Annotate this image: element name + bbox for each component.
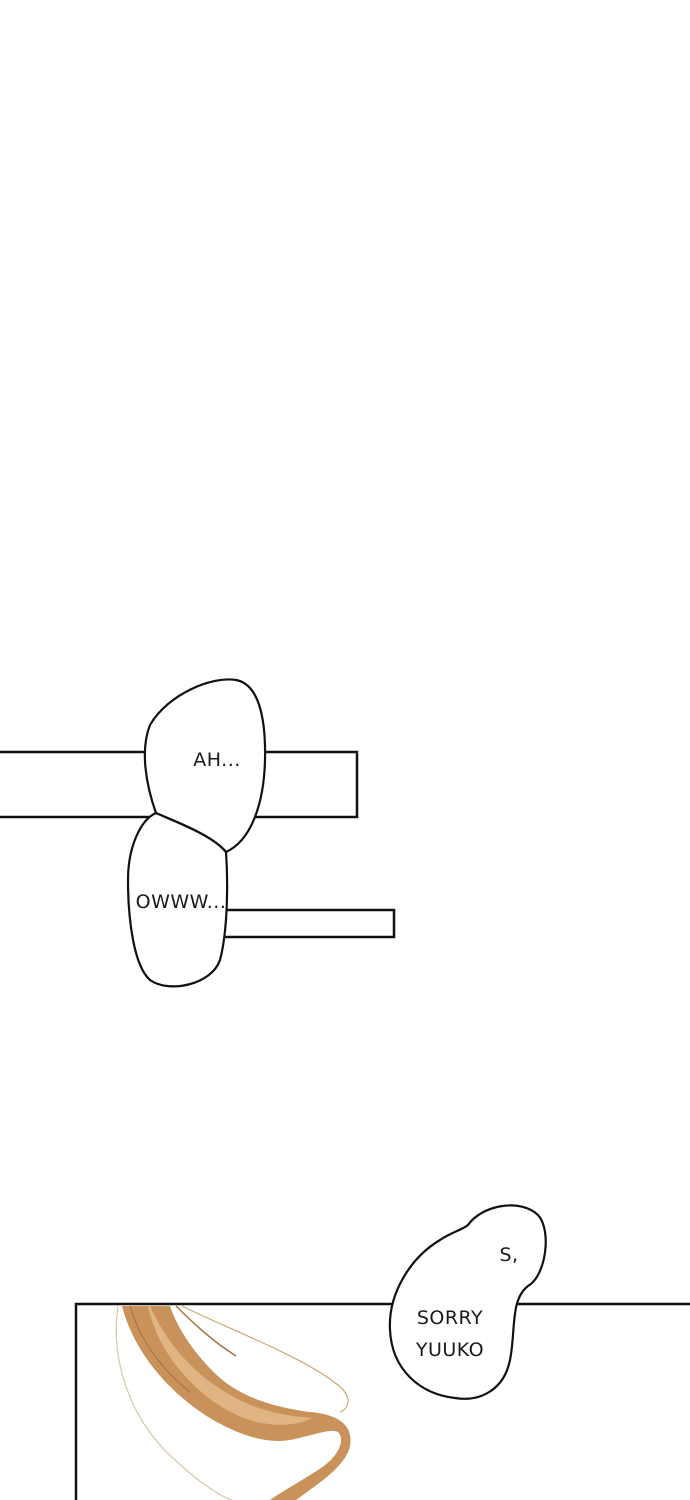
panel-bottom — [74, 1302, 690, 1500]
bubble-text-s: S, — [499, 1244, 519, 1266]
hair-illustration — [115, 1305, 351, 1500]
panel-frame-2 — [203, 908, 396, 939]
bubble-text-sorry-yuuko: SORRY YUUKO — [415, 1307, 485, 1361]
bubble-text-owww: OWWW... — [135, 891, 227, 913]
speech-bubbles — [126, 678, 547, 1400]
speech-bubble-owww — [126, 811, 229, 988]
speech-bubble-sorry — [388, 1204, 547, 1400]
bubble-text-ah: AH... — [193, 749, 241, 771]
speech-bubble-ah — [143, 678, 267, 854]
